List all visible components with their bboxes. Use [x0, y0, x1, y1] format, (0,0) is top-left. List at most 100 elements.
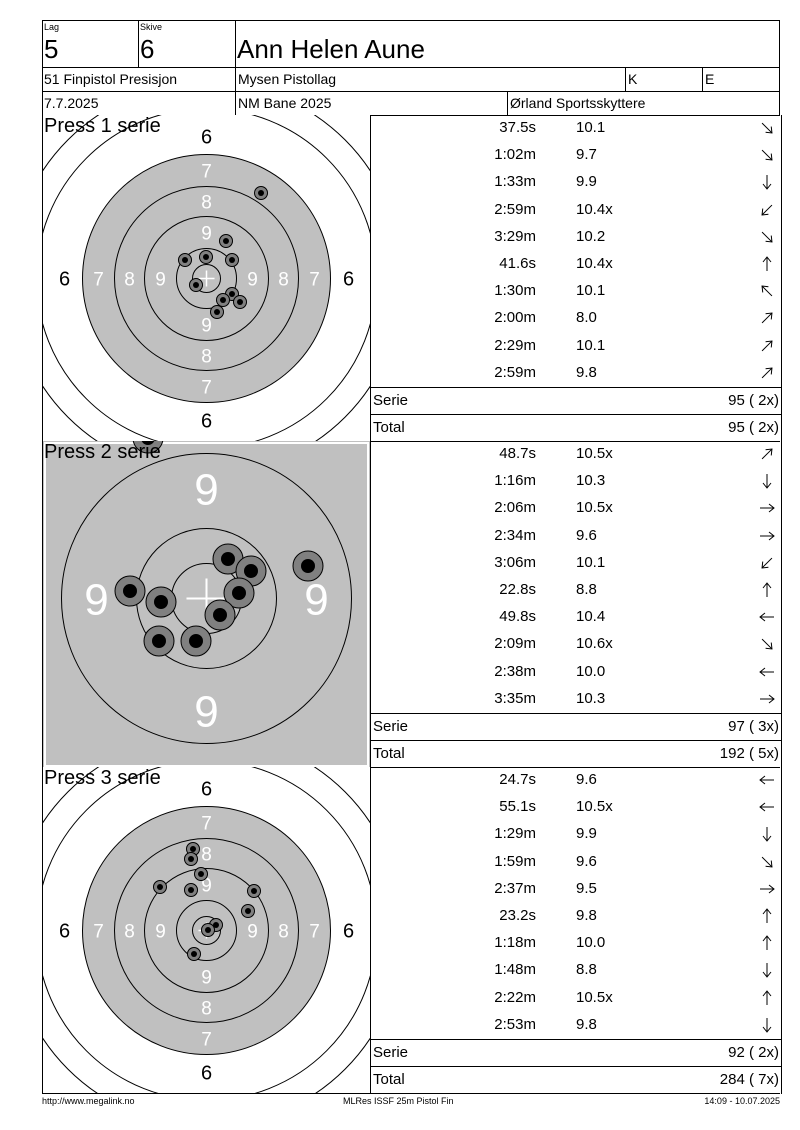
ring-label: 7: [309, 270, 320, 291]
shot-time: 2:29m: [494, 336, 536, 354]
shot-mark: [210, 305, 224, 319]
footer-timestamp: 14:09 - 10.07.2025: [704, 1096, 780, 1106]
shot-score: 10.0: [576, 662, 606, 680]
shot-mark: [132, 441, 164, 454]
competition: 51 Finpistol Presisjon: [44, 71, 178, 87]
shot-score: 10.6x: [576, 635, 613, 653]
serie-value: 92 ( 2x): [728, 1044, 779, 1061]
shot-score: 10.5x: [576, 988, 613, 1006]
ring-label: 9: [155, 922, 166, 943]
shot-score: 10.5x: [576, 798, 613, 816]
ring-label: 7: [201, 814, 212, 835]
shot-mark: [225, 253, 239, 267]
ring-label: 7: [93, 270, 104, 291]
shot-score: 10.4: [576, 608, 606, 626]
shot-score: 10.1: [576, 282, 606, 300]
ring-label: 7: [93, 922, 104, 943]
ring-label: 9: [84, 576, 108, 625]
event: NM Bane 2025: [238, 95, 332, 111]
ring-label: 6: [59, 921, 70, 943]
ring-label: 6: [59, 269, 70, 291]
ring-label: 9: [194, 688, 218, 737]
shot-mark: [254, 186, 268, 200]
ring-label: 8: [124, 270, 135, 291]
shot-mark: [143, 625, 175, 657]
shot-time: 1:59m: [494, 852, 536, 870]
ring-label: 9: [247, 270, 258, 291]
shot-score: 8.8: [576, 961, 597, 979]
lag-value: 5: [44, 34, 59, 64]
shot-score: 10.5x: [576, 499, 613, 517]
serie-value: 95 ( 2x): [728, 392, 779, 409]
direction-arrow-icon: [759, 667, 774, 676]
shot-score: 9.8: [576, 363, 597, 381]
shot-score: 10.3: [576, 472, 606, 490]
ring-label: 6: [201, 127, 212, 149]
ring-label: 6: [343, 921, 354, 943]
shot-mark: [247, 884, 261, 898]
direction-arrow-icon: [762, 175, 772, 191]
shot-score: 10.4x: [576, 255, 613, 272]
shot-score: 8.8: [576, 581, 597, 598]
lag-label: Lag: [44, 22, 60, 32]
series-title: Press 2 serie: [44, 441, 161, 463]
shot-mark: [292, 550, 324, 582]
direction-arrow-icon: [762, 963, 772, 979]
shot-time: 1:30m: [494, 282, 536, 300]
ring-label: 9: [155, 270, 166, 291]
shot-time: 1:16m: [494, 472, 536, 490]
total-label: Total: [373, 745, 405, 762]
direction-arrow-icon: [759, 612, 774, 622]
shot-mark: [114, 575, 146, 607]
shot-mark: [145, 586, 177, 618]
club: Mysen Pistollag: [238, 71, 337, 87]
shot-mark: [189, 278, 203, 292]
shot-score: 9.7: [576, 146, 597, 164]
direction-arrow-icon: [761, 448, 773, 460]
direction-arrow-icon: [759, 775, 774, 785]
direction-arrow-icon: [761, 285, 773, 297]
shot-time: 1:48m: [494, 961, 536, 979]
ring-label: 6: [201, 411, 212, 433]
shot-time: 2:22m: [494, 988, 536, 1006]
direction-arrow-icon: [762, 256, 772, 271]
shot-score: 9.5: [576, 879, 597, 897]
shot-time: 2:34m: [494, 526, 536, 544]
shot-time: 55.1s: [499, 798, 536, 816]
shot-score: 9.6: [576, 771, 597, 788]
shot-time: 3:35m: [494, 689, 536, 707]
shot-time: 2:09m: [494, 635, 536, 653]
shot-time: 3:29m: [494, 227, 536, 245]
direction-arrow-icon: [762, 908, 772, 923]
shot-row: 2:22m 10.5x: [371, 985, 782, 1012]
ring-label: 6: [201, 1063, 212, 1085]
direction-arrow-icon: [761, 367, 773, 379]
ring-label: 9: [201, 316, 212, 337]
serie-label: Serie: [373, 1044, 409, 1061]
series-title: Press 3 serie: [44, 767, 161, 789]
shot-time: 1:33m: [494, 173, 536, 191]
class-k: K: [628, 71, 638, 87]
shot-score: 9.9: [576, 173, 597, 191]
shot-time: 23.2s: [499, 907, 536, 924]
shot-time: 2:38m: [494, 662, 536, 680]
direction-arrow-icon: [761, 231, 773, 243]
shot-score: 10.5x: [576, 445, 613, 462]
direction-arrow-icon: [762, 989, 772, 1005]
shot-time: 1:18m: [494, 934, 536, 952]
shot-score: 10.1: [576, 119, 606, 136]
